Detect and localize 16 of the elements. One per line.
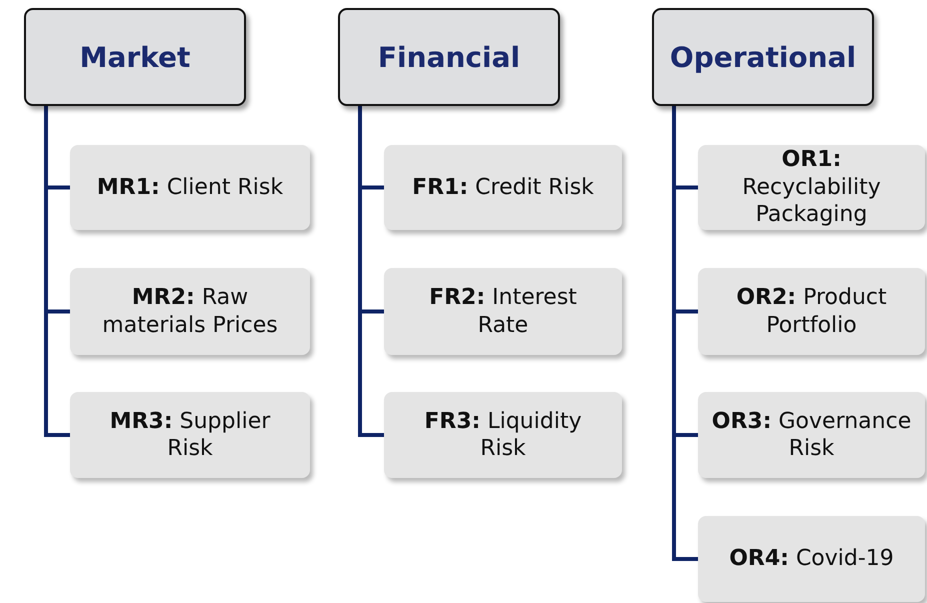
category-box: Market [24,8,246,106]
risk-box: FR1: Credit Risk [384,145,622,230]
risk-box: MR3: Supplier Risk [70,392,310,478]
connector-line [358,106,384,437]
risk-box: OR3: Governance Risk [698,392,925,478]
risk-box: OR1: Recyclability Packaging [698,145,925,230]
category-box: Financial [338,8,560,106]
connector-line [672,106,698,561]
risk-box: OR4: Covid-19 [698,516,925,602]
category-box: Operational [652,8,874,106]
risk-box: OR2: Product Portfolio [698,268,925,355]
risk-box: FR2: Interest Rate [384,268,622,355]
risk-box: MR2: Raw materials Prices [70,268,310,355]
risk-box: FR3: Liquidity Risk [384,392,622,478]
connector-line [44,106,70,437]
risk-box: MR1: Client Risk [70,145,310,230]
